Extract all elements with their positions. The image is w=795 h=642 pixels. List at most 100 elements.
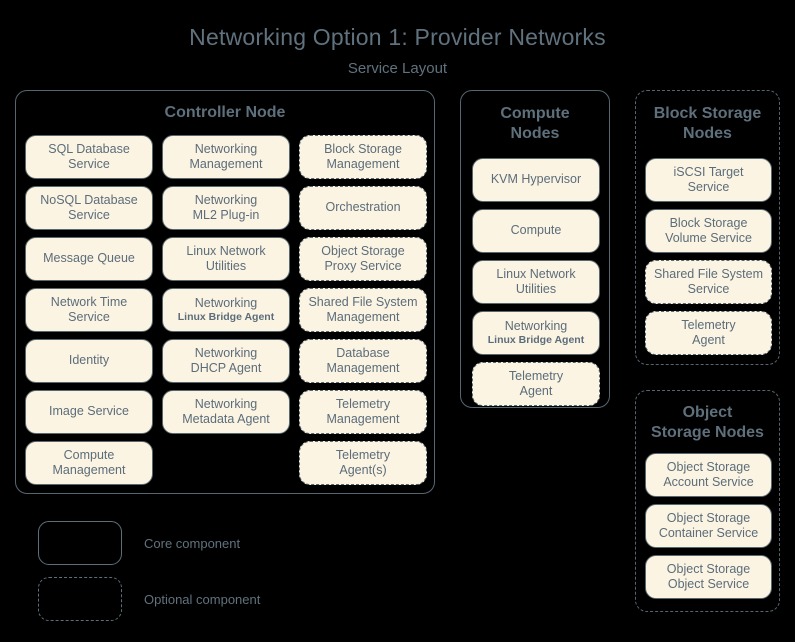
panel-title-object-storage-nodes: Object Storage Nodes bbox=[636, 403, 779, 444]
component-box-orchestration[interactable]: Orchestration bbox=[299, 186, 427, 230]
panel-title-line-1: Block Storage bbox=[653, 105, 762, 122]
panel-title-line-1: Object bbox=[682, 404, 733, 421]
component-box-identity[interactable]: Identity bbox=[25, 339, 153, 383]
component-label-line-1: Shared File System bbox=[653, 266, 764, 281]
component-box-image-service[interactable]: Image Service bbox=[25, 390, 153, 434]
panel-title-line-2: Nodes bbox=[510, 125, 560, 143]
component-label-line-1: Telemetry bbox=[335, 396, 391, 411]
component-box-kvm-hypervisor[interactable]: KVM Hypervisor bbox=[472, 158, 600, 202]
component-label-line-1: Compute bbox=[63, 447, 115, 462]
component-label-line-1: iSCSI Target bbox=[673, 164, 744, 179]
panel-title-line-1: Compute bbox=[500, 105, 570, 122]
component-label-line-2: Linux Bridge Agent bbox=[177, 311, 275, 324]
component-label-line-2: Proxy Service bbox=[324, 259, 402, 273]
component-label-line-2: ML2 Plug-in bbox=[192, 208, 260, 222]
panel-title-block-storage-nodes: Block Storage Nodes bbox=[636, 104, 779, 145]
component-label-line-1: SQL Database bbox=[48, 141, 130, 156]
component-label-line-1: Networking bbox=[504, 318, 568, 333]
component-label-line-2: Object Service bbox=[667, 577, 750, 591]
component-label-line-1: Linux Network bbox=[186, 243, 266, 258]
component-label-line-1: Identity bbox=[68, 353, 110, 368]
component-label-line-1: NoSQL Database bbox=[40, 192, 138, 207]
component-label-line-2: Management bbox=[326, 310, 400, 324]
component-label-line-2: Utilities bbox=[515, 282, 557, 296]
component-label-line-1: Network Time bbox=[50, 294, 128, 309]
component-label-line-1: Image Service bbox=[49, 404, 129, 419]
component-box-compute[interactable]: Compute bbox=[472, 209, 600, 253]
component-box-message-queue[interactable]: Message Queue bbox=[25, 237, 153, 281]
legend-swatch-core bbox=[38, 521, 122, 565]
component-label-line-1: KVM Hypervisor bbox=[490, 172, 582, 187]
component-label-line-2: Linux Bridge Agent bbox=[487, 334, 585, 347]
component-label-line-1: Telemetry bbox=[681, 317, 736, 332]
component-label-line-2: Service bbox=[68, 208, 110, 222]
legend-row-optional: Optional component bbox=[38, 571, 418, 627]
component-label-line-1: Object Storage bbox=[321, 243, 405, 258]
component-label-line-2: Utilities bbox=[205, 259, 247, 273]
component-label-line-2: Agent bbox=[692, 333, 725, 347]
component-label-line-2: Service bbox=[687, 180, 730, 194]
panel-title-controller-node: Controller Node bbox=[164, 104, 286, 121]
component-label-line-2: Service bbox=[68, 310, 110, 324]
panel-title-line-2: Storage Nodes bbox=[651, 424, 764, 442]
component-label-line-1: Networking bbox=[194, 396, 258, 411]
component-label-line-2: Agent(s) bbox=[339, 463, 387, 477]
grid-spacer bbox=[162, 441, 290, 485]
component-label-line-1: Database bbox=[336, 345, 390, 360]
panel-title-line-2: Nodes bbox=[683, 125, 732, 143]
component-label-line-1: Networking bbox=[194, 141, 258, 156]
component-label-line-1: Object Storage bbox=[666, 561, 751, 576]
component-label-line-1: Telemetry bbox=[335, 447, 391, 462]
component-label-line-1: Block Storage bbox=[669, 215, 748, 230]
component-label-line-2: Account Service bbox=[663, 475, 754, 489]
component-label-line-1: Networking bbox=[194, 345, 258, 360]
component-label-line-2: Volume Service bbox=[665, 231, 752, 245]
page-title: Networking Option 1: Provider Networks bbox=[189, 24, 606, 50]
component-label-line-1: Object Storage bbox=[666, 459, 751, 474]
component-label-line-1: Object Storage bbox=[666, 510, 751, 525]
component-label-line-2: Management bbox=[326, 361, 400, 375]
legend-row-core: Core component bbox=[38, 515, 418, 571]
component-label-line-2: Service bbox=[68, 157, 110, 171]
component-label-line-1: Shared File System bbox=[308, 294, 418, 309]
component-label-line-2: Management bbox=[326, 412, 400, 426]
component-label-line-2: Container Service bbox=[658, 526, 759, 540]
component-label-line-2: Metadata Agent bbox=[182, 412, 270, 426]
component-label-line-1: Block Storage bbox=[324, 141, 402, 156]
legend-label-core: Core component bbox=[144, 535, 241, 551]
